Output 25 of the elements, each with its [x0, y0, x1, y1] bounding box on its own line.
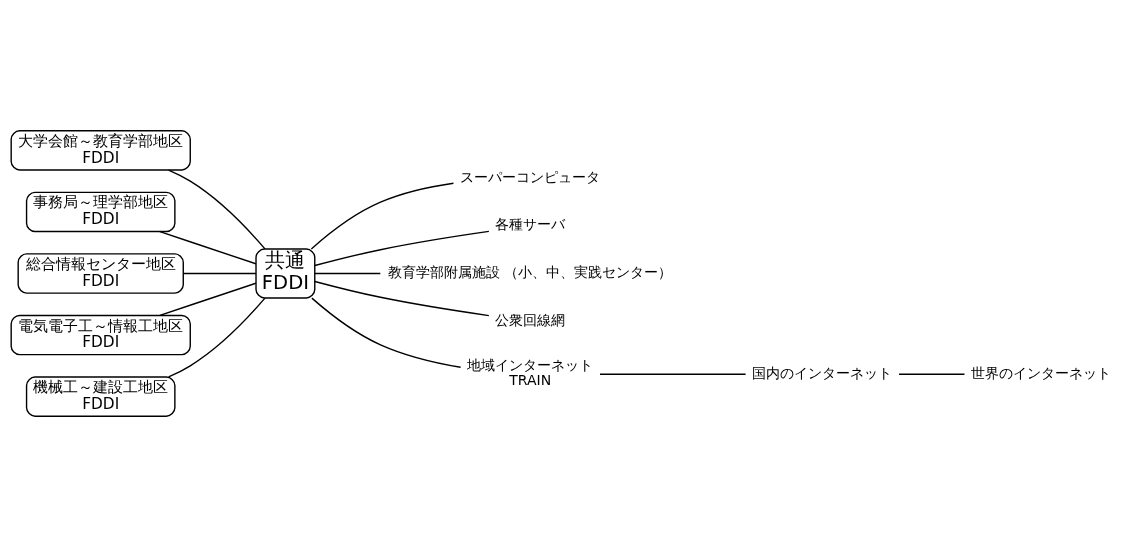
node-box: 共通 FDDI	[255, 247, 316, 299]
node-text: 教育学部附属施設 （小、中、実践センター）	[388, 263, 673, 280]
connector	[167, 168, 266, 250]
node-box: 総合情報センター地区 FDDI	[17, 252, 184, 294]
connector	[314, 280, 490, 316]
node-text: 各種サーバ	[495, 215, 566, 232]
node-box: 事務局～理学部地区 FDDI	[25, 191, 176, 232]
connector	[314, 272, 382, 274]
node-box: 大学会館～教育学部地区 FDDI	[10, 129, 191, 171]
connector	[314, 230, 490, 266]
connector	[898, 373, 966, 375]
connector	[167, 296, 266, 378]
node-box: 電気電子工～情報工地区 FDDI	[10, 314, 191, 355]
node-text: スーパーコンピュータ	[460, 168, 601, 185]
connector	[159, 281, 257, 316]
node-text: 公衆回線網	[495, 311, 566, 328]
connector	[311, 296, 462, 368]
node-text: 世界のインターネット	[971, 364, 1112, 381]
node-text: 国内のインターネット	[752, 364, 893, 381]
connector	[182, 272, 257, 274]
connector	[599, 373, 747, 375]
connector	[310, 182, 455, 250]
node-text: 地域インターネット TRAIN	[467, 356, 594, 388]
node-box: 機械工～建設工地区 FDDI	[25, 375, 176, 417]
connector	[159, 230, 257, 265]
